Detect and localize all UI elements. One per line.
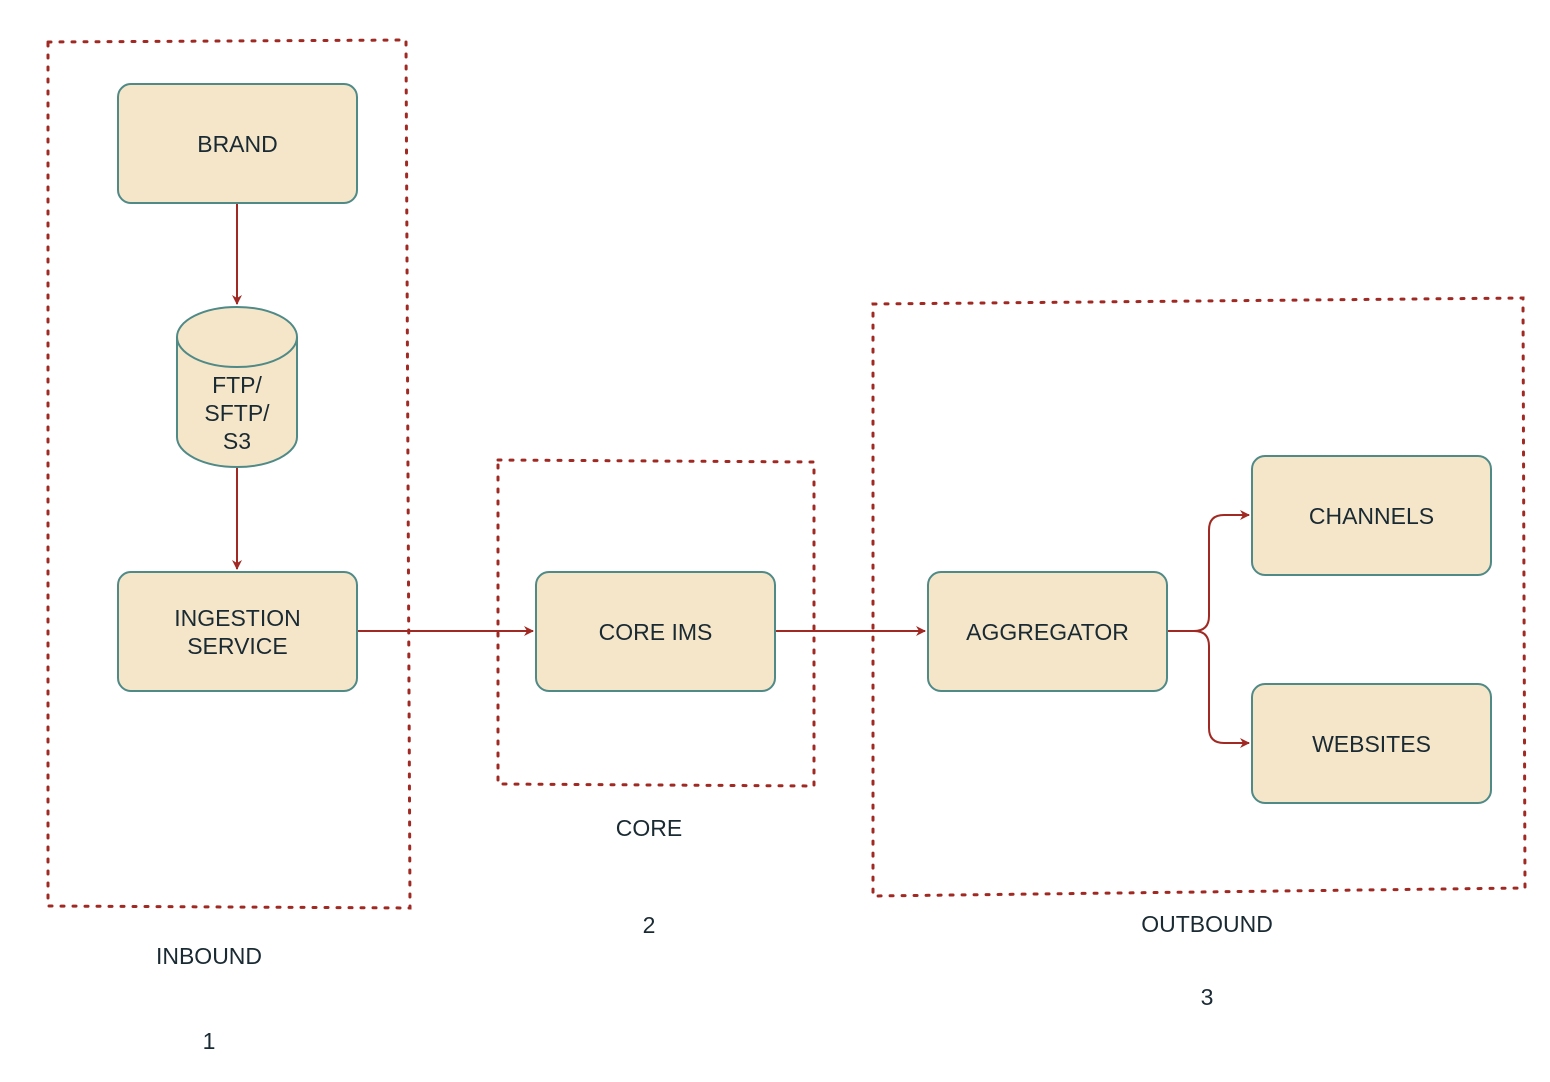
channels-node[interactable]: CHANNELS [1251,455,1492,576]
inbound-group-border [46,38,412,910]
storage-cylinder-icon [176,306,298,468]
inbound-group-label: INBOUND [155,943,263,969]
outbound-group-label: OUTBOUND [1141,911,1273,937]
edge-aggregator-to-channels [1168,510,1250,632]
outbound-group-number: 3 [1200,984,1214,1010]
core-group-border [496,458,816,788]
core-group-label: CORE [615,815,683,841]
outbound-group-border [871,296,1527,898]
core-group-number: 2 [642,912,656,938]
core-ims-node[interactable]: CORE IMS [535,571,776,692]
aggregator-node[interactable]: AGGREGATOR [927,571,1168,692]
websites-node[interactable]: WEBSITES [1251,683,1492,804]
brand-node[interactable]: BRAND [117,83,358,204]
edge-aggregator-to-websites [1168,630,1250,748]
ingestion-service-node[interactable]: INGESTION SERVICE [117,571,358,692]
inbound-group-number: 1 [202,1028,216,1054]
storage-node-label: FTP/ SFTP/ S3 [204,372,270,454]
